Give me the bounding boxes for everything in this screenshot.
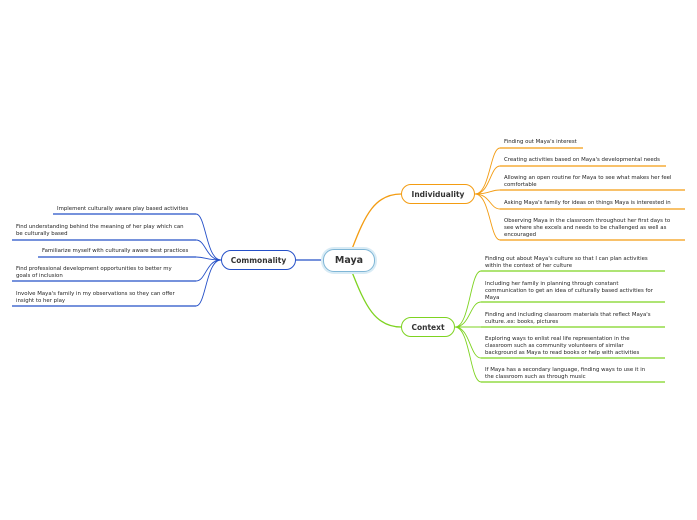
individuality-item[interactable]: Creating activities based on Maya's deve… (504, 157, 660, 163)
topic-individuality-label: Individuality (411, 189, 465, 199)
central-topic-maya[interactable]: Maya (323, 249, 375, 272)
commonality-underlines (12, 213, 196, 307)
commonality-item[interactable]: Familiarize myself with culturally aware… (42, 248, 189, 254)
commonality-item[interactable]: Involve Maya's family in my observations… (16, 291, 175, 304)
individuality-item[interactable]: Observing Maya in the classroom througho… (504, 218, 671, 238)
commonality-item[interactable]: Find professional development opportunit… (16, 266, 172, 279)
individuality-item[interactable]: Allowing an open routine for Maya to see… (504, 175, 672, 188)
individuality-item[interactable]: Asking Maya's family for ideas on things… (504, 200, 671, 206)
link-central-context (351, 271, 402, 328)
topic-context-label: Context (411, 322, 445, 332)
context-links (454, 270, 482, 383)
topic-commonality[interactable]: Commonality (221, 250, 296, 270)
context-item[interactable]: If Maya has a secondary language, findin… (485, 367, 646, 380)
context-item[interactable]: Finding out about Maya's culture so that… (485, 256, 648, 269)
context-item[interactable]: Exploring ways to enlist real life repre… (485, 336, 640, 356)
commonality-item[interactable]: Find understanding behind the meaning of… (16, 224, 184, 237)
individuality-underlines (500, 147, 685, 241)
topic-context[interactable]: Context (401, 317, 455, 337)
commonality-links (195, 213, 222, 307)
context-underlines (481, 270, 665, 383)
topic-commonality-label: Commonality (230, 255, 287, 265)
commonality-item[interactable]: Implement culturally aware play based ac… (57, 206, 189, 212)
individuality-item[interactable]: Finding out Maya's interest (504, 139, 577, 145)
central-topic-label: Maya (334, 255, 364, 266)
topic-individuality[interactable]: Individuality (401, 184, 475, 204)
context-item[interactable]: Including her family in planning through… (485, 281, 653, 301)
context-item[interactable]: Finding and including classroom material… (485, 312, 651, 325)
link-central-individuality (351, 193, 402, 250)
individuality-links (474, 147, 501, 241)
